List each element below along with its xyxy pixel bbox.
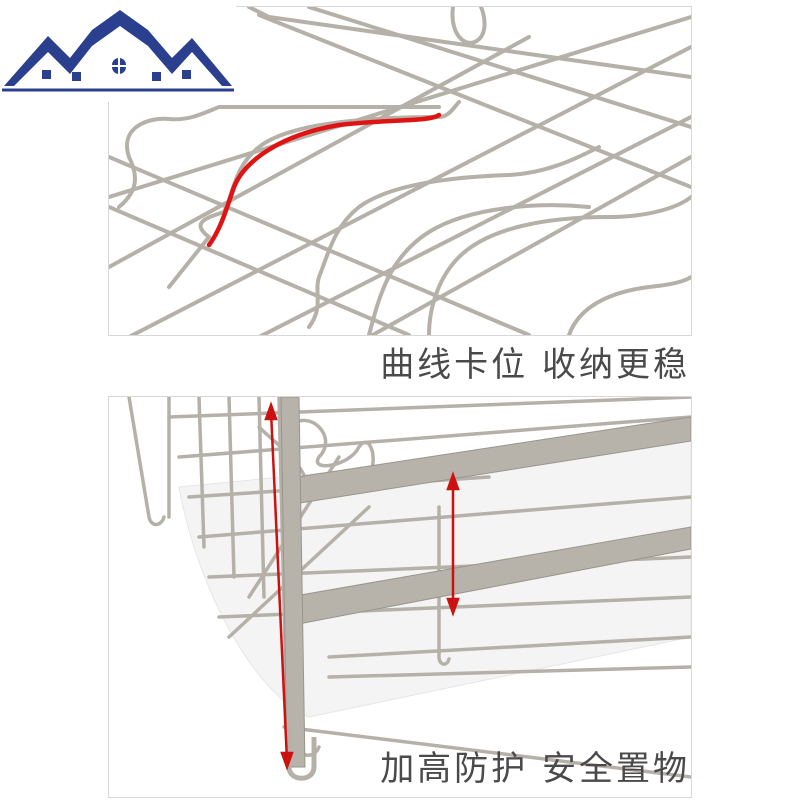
brand-logo — [0, 0, 236, 102]
caption-curve-slot: 曲线卡位 收纳更稳 — [380, 345, 690, 385]
wire-rack-side-image — [109, 397, 691, 797]
wire-rack-curve-image — [109, 7, 691, 335]
house-roof-logo-icon — [2, 10, 234, 92]
raised-guard-photo — [108, 396, 692, 798]
caption-raised-guard: 加高防护 安全置物 — [380, 749, 690, 789]
